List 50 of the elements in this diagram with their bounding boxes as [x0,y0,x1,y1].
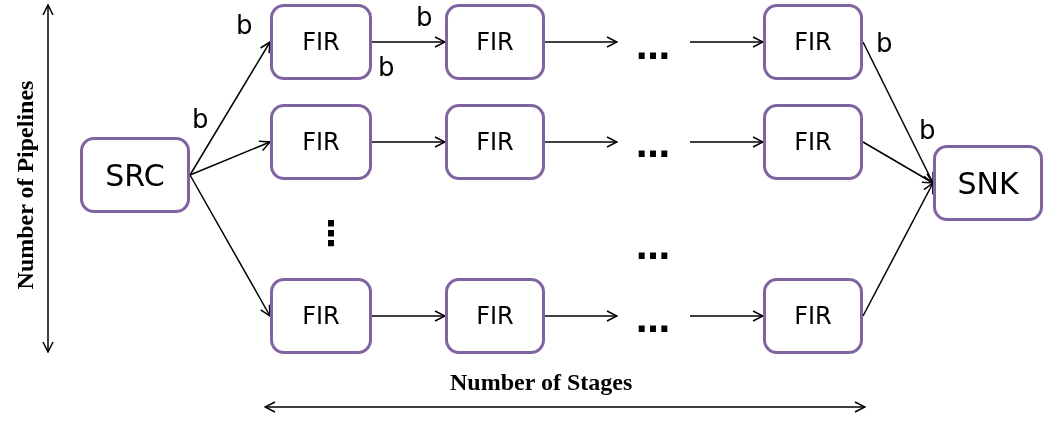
arrow [371,136,446,148]
node-label: FIR [302,28,340,56]
arrow [189,140,271,176]
rate-label: b [236,12,253,38]
rate-label: b [378,54,395,80]
arrow [371,36,446,48]
arrow [862,182,934,317]
rate-label: b [192,106,209,132]
process-box [270,104,372,180]
node-label: FIR [476,128,514,156]
node-label: FIR [476,302,514,330]
axis-title: Number of Stages [450,370,633,394]
process-box [270,4,372,80]
process-box [763,4,863,80]
arrow [371,310,446,322]
ellipsis: … [636,30,670,64]
process-box [763,104,863,180]
node-label: FIR [302,302,340,330]
ellipsis: ⋮ [314,216,348,250]
node-label: FIR [794,28,832,56]
ellipsis: … [636,230,670,264]
rate-label: b [919,117,936,143]
node-label: FIR [794,128,832,156]
process-box [445,104,545,180]
ellipsis: … [636,303,670,337]
process-box [933,145,1043,221]
arrow [689,136,764,148]
process-box [270,278,372,354]
process-box [445,278,545,354]
node-label: FIR [794,302,832,330]
node-label: SRC [105,157,165,193]
ellipsis: … [636,128,670,162]
node-label: FIR [476,28,514,56]
arrow [862,41,934,184]
arrow [544,310,618,322]
arrow [689,36,764,48]
node-label: FIR [302,128,340,156]
arrow [689,310,764,322]
node-label: SNK [957,165,1019,201]
arrow [862,141,934,184]
arrow [189,41,271,176]
process-box [445,4,545,80]
rate-label: b [416,4,433,30]
rate-label: b [876,30,893,56]
process-box [763,278,863,354]
arrow [544,136,618,148]
arrow [544,36,618,48]
process-box [80,137,190,213]
axis-title: Number of Pipelines [13,80,37,290]
arrow [189,174,271,317]
